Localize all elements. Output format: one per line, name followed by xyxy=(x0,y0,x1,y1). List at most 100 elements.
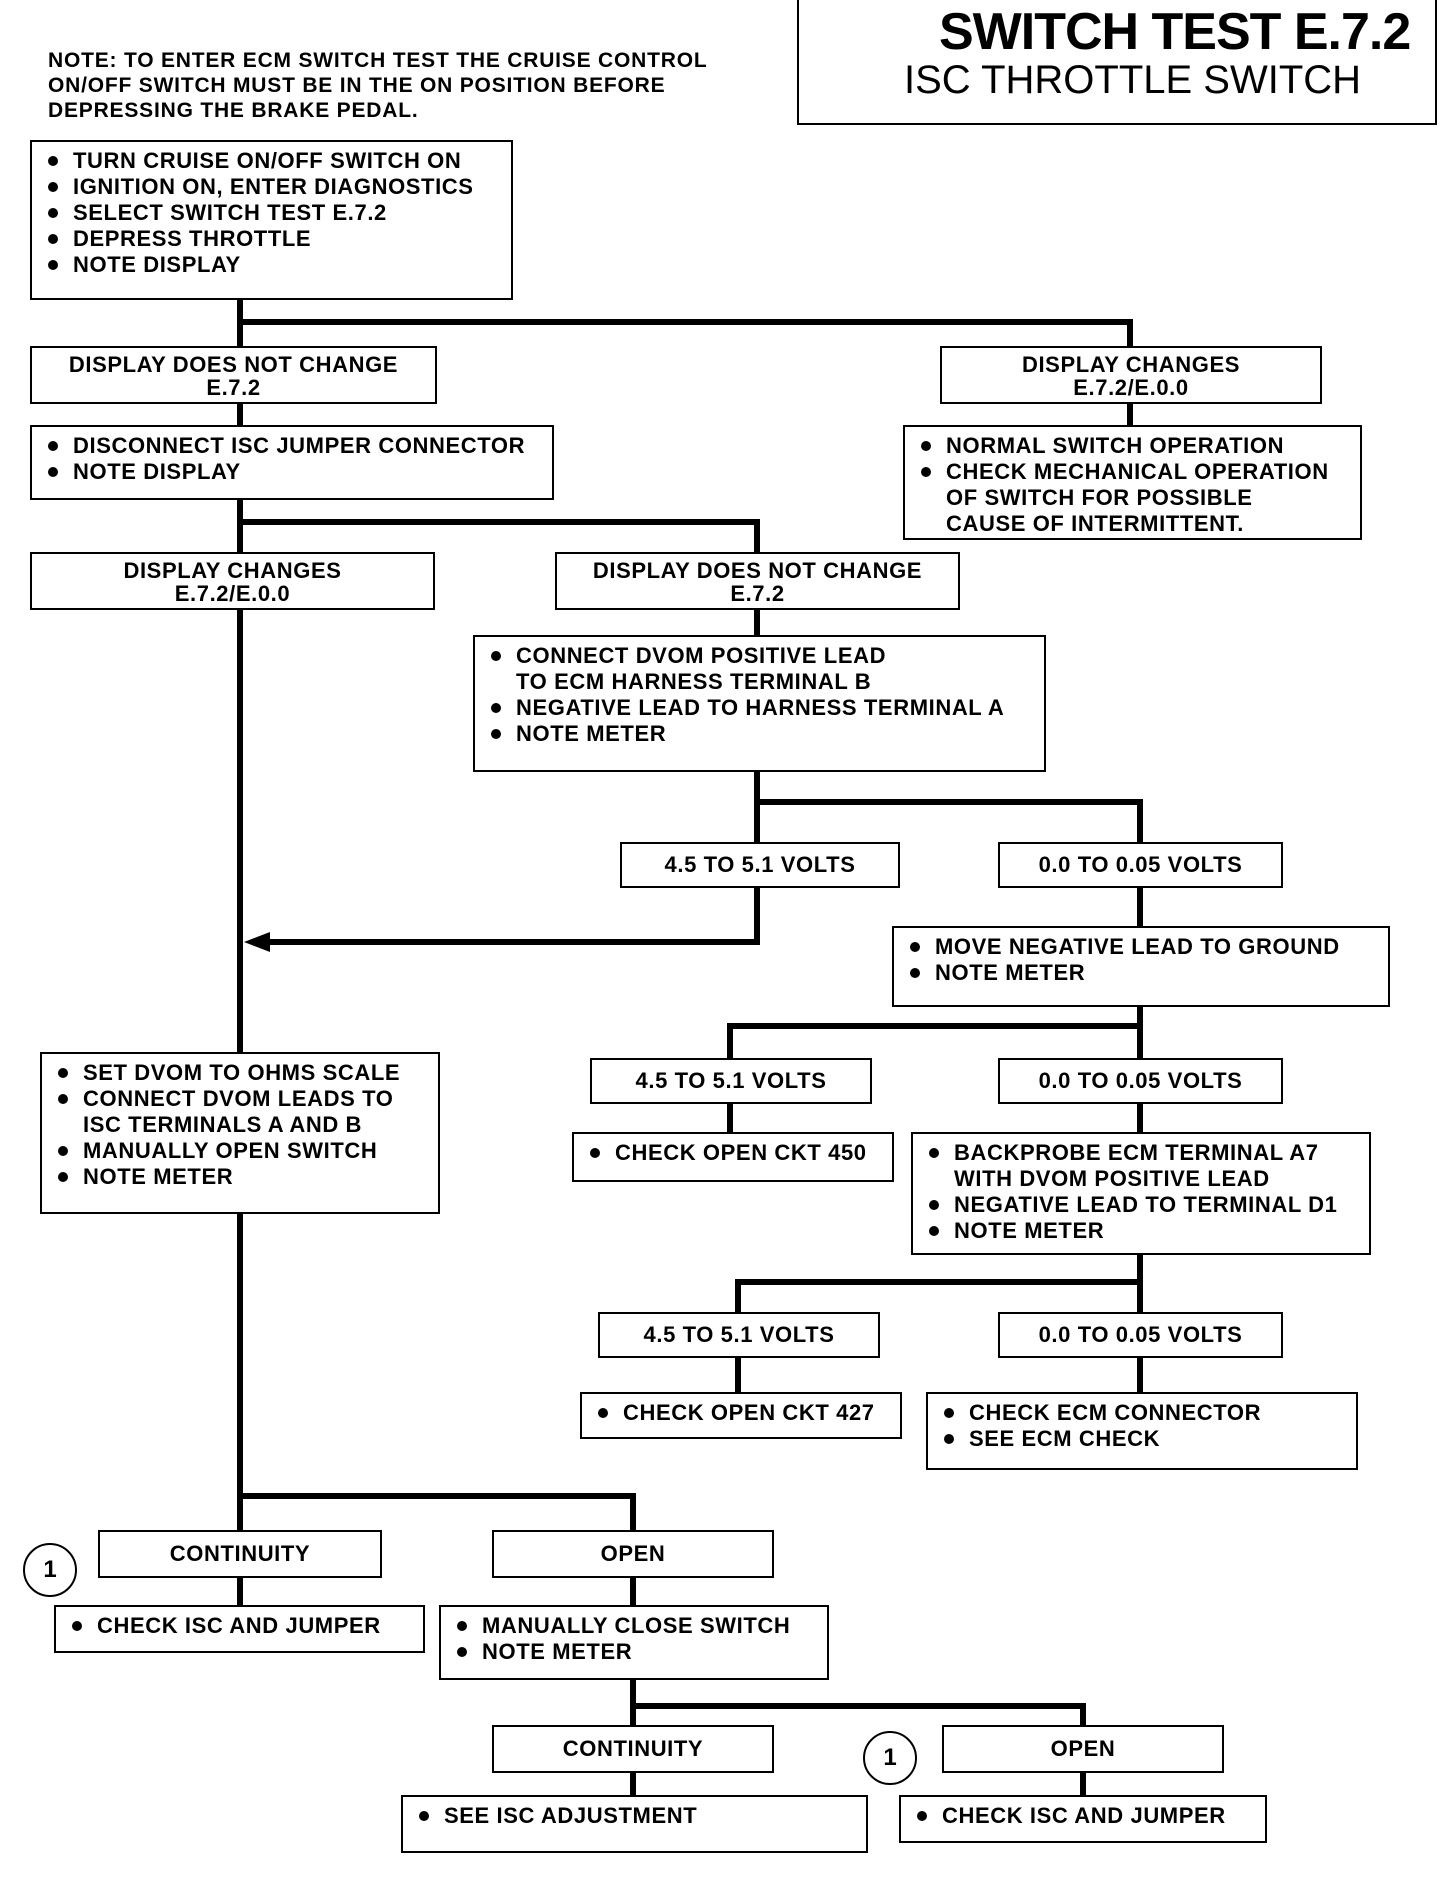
connector-backprobe-left xyxy=(735,1279,1143,1315)
connector-disconnect-right xyxy=(237,519,760,555)
step-bullet-item: IGNITION ON, ENTER DIAGNOSTICS xyxy=(46,174,501,200)
step-bullet-item: CONNECT DVOM POSITIVE LEAD TO ECM HARNES… xyxy=(489,643,1034,695)
result-line-2: E.7.2/E.0.0 xyxy=(1073,375,1189,400)
reference-circle-2: 1 xyxy=(863,1731,917,1785)
step-bullet-item: NOTE METER xyxy=(489,721,1034,747)
result-label: OPEN xyxy=(600,1541,666,1566)
result-label: 0.0 TO 0.05 VOLTS xyxy=(1038,852,1243,877)
result-label: 0.0 TO 0.05 VOLTS xyxy=(1038,1322,1243,1347)
result-open-2: OPEN xyxy=(942,1725,1224,1773)
step-bullet-item: NOTE METER xyxy=(455,1639,817,1665)
step-bullet-item: TURN CRUISE ON/OFF SWITCH ON xyxy=(46,148,501,174)
reference-circle-1: 1 xyxy=(23,1543,77,1597)
step-bullet-list: CHECK ISC AND JUMPER xyxy=(70,1613,413,1639)
connector-ground-left xyxy=(727,1023,1143,1061)
result-label: 4.5 TO 5.1 VOLTS xyxy=(643,1322,835,1347)
step-bullet-item: SELECT SWITCH TEST E.7.2 xyxy=(46,200,501,226)
step-bullet-item: SET DVOM TO OHMS SCALE xyxy=(56,1060,428,1086)
connector-close-right xyxy=(630,1703,1086,1728)
result-line-1: DISPLAY DOES NOT CHANGE xyxy=(592,558,923,583)
step-bullet-item: NEGATIVE LEAD TO TERMINAL D1 xyxy=(927,1192,1359,1218)
step-bullet-item: NOTE METER xyxy=(908,960,1378,986)
result-label: CONTINUITY xyxy=(562,1736,704,1761)
step-bullet-item: NOTE METER xyxy=(56,1164,428,1190)
result-line-2: E.7.2 xyxy=(730,581,785,606)
result-volts-high-3: 4.5 TO 5.1 VOLTS xyxy=(598,1312,880,1358)
step-bullet-item: DEPRESS THROTTLE xyxy=(46,226,501,252)
result-line-2: E.7.2 xyxy=(206,375,261,400)
page-subtitle: ISC THROTTLE SWITCH xyxy=(904,58,1362,102)
step-bullet-list: CHECK ISC AND JUMPER xyxy=(915,1803,1255,1829)
result-line-1: DISPLAY DOES NOT CHANGE xyxy=(68,352,399,377)
step-check-isc-jumper-1: CHECK ISC AND JUMPER xyxy=(54,1605,425,1653)
result-label: 4.5 TO 5.1 VOLTS xyxy=(635,1068,827,1093)
result-display-no-change-2: DISPLAY DOES NOT CHANGE E.7.2 xyxy=(555,552,960,610)
step-bullet-list: CHECK OPEN CKT 450 xyxy=(588,1140,882,1166)
step-bullet-item: CONNECT DVOM LEADS TO ISC TERMINALS A AN… xyxy=(56,1086,428,1138)
result-label: CONTINUITY xyxy=(169,1541,311,1566)
step-bullet-item: MANUALLY CLOSE SWITCH xyxy=(455,1613,817,1639)
step-check-isc-jumper-2: CHECK ISC AND JUMPER xyxy=(899,1795,1267,1843)
connector-dvom-right xyxy=(754,799,1143,845)
result-volts-high-2: 4.5 TO 5.1 VOLTS xyxy=(590,1058,872,1104)
step-bullet-item: NEGATIVE LEAD TO HARNESS TERMINAL A xyxy=(489,695,1034,721)
result-display-changes-1: DISPLAY CHANGES E.7.2/E.0.0 xyxy=(940,346,1322,404)
step-bullet-item: SEE ECM CHECK xyxy=(942,1426,1346,1452)
step-bullet-list: BACKPROBE ECM TERMINAL A7 WITH DVOM POSI… xyxy=(927,1140,1359,1244)
result-display-no-change-1: DISPLAY DOES NOT CHANGE E.7.2 xyxy=(30,346,437,404)
step-check-ckt-427: CHECK OPEN CKT 427 xyxy=(580,1392,902,1439)
step-bullet-item: CHECK ECM CONNECTOR xyxy=(942,1400,1346,1426)
result-continuity-1: CONTINUITY xyxy=(98,1530,382,1578)
step-bullet-item: SEE ISC ADJUSTMENT xyxy=(417,1803,856,1829)
result-display-changes-2: DISPLAY CHANGES E.7.2/E.0.0 xyxy=(30,552,435,610)
result-volts-low-1: 0.0 TO 0.05 VOLTS xyxy=(998,842,1283,888)
step-bullet-list: CONNECT DVOM POSITIVE LEAD TO ECM HARNES… xyxy=(489,643,1034,747)
result-line-1: DISPLAY CHANGES xyxy=(123,558,342,583)
connector-start-right xyxy=(237,319,1133,349)
result-line-1: DISPLAY CHANGES xyxy=(1021,352,1241,377)
step-bullet-item: CHECK OPEN CKT 427 xyxy=(596,1400,890,1426)
result-label: 4.5 TO 5.1 VOLTS xyxy=(664,852,856,877)
step-bullet-item: NOTE METER xyxy=(927,1218,1359,1244)
connector-volts1-return xyxy=(259,885,760,945)
step-bullet-list: CHECK OPEN CKT 427 xyxy=(596,1400,890,1426)
step-bullet-item: MOVE NEGATIVE LEAD TO GROUND xyxy=(908,934,1378,960)
note-text: NOTE: TO ENTER ECM SWITCH TEST THE CRUIS… xyxy=(48,49,708,122)
step-bullet-item: CHECK MECHANICAL OPERATION OF SWITCH FOR… xyxy=(919,459,1350,537)
step-bullet-item: CHECK OPEN CKT 450 xyxy=(588,1140,882,1166)
step-bullet-item: NOTE DISPLAY xyxy=(46,459,542,485)
title-block: SWITCH TEST E.7.2 ISC THROTTLE SWITCH xyxy=(797,0,1437,125)
result-label: 0.0 TO 0.05 VOLTS xyxy=(1038,1068,1243,1093)
result-volts-high-1: 4.5 TO 5.1 VOLTS xyxy=(620,842,900,888)
step-see-isc-adjustment: SEE ISC ADJUSTMENT xyxy=(401,1795,868,1853)
step-bullet-item: CHECK ISC AND JUMPER xyxy=(915,1803,1255,1829)
arrowhead-return xyxy=(244,932,270,952)
result-line-2: E.7.2/E.0.0 xyxy=(174,581,291,606)
result-volts-low-3: 0.0 TO 0.05 VOLTS xyxy=(998,1312,1283,1358)
step-bullet-item: NORMAL SWITCH OPERATION xyxy=(919,433,1350,459)
step-backprobe: BACKPROBE ECM TERMINAL A7 WITH DVOM POSI… xyxy=(911,1132,1371,1255)
connector-ohms-right xyxy=(237,1493,636,1533)
step-connect-dvom: CONNECT DVOM POSITIVE LEAD TO ECM HARNES… xyxy=(473,635,1046,772)
result-volts-low-2: 0.0 TO 0.05 VOLTS xyxy=(998,1058,1283,1104)
step-check-ckt-450: CHECK OPEN CKT 450 xyxy=(572,1132,894,1182)
step-bullet-item: BACKPROBE ECM TERMINAL A7 WITH DVOM POSI… xyxy=(927,1140,1359,1192)
step-bullet-list: SEE ISC ADJUSTMENT xyxy=(417,1803,856,1829)
step-bullet-item: MANUALLY OPEN SWITCH xyxy=(56,1138,428,1164)
